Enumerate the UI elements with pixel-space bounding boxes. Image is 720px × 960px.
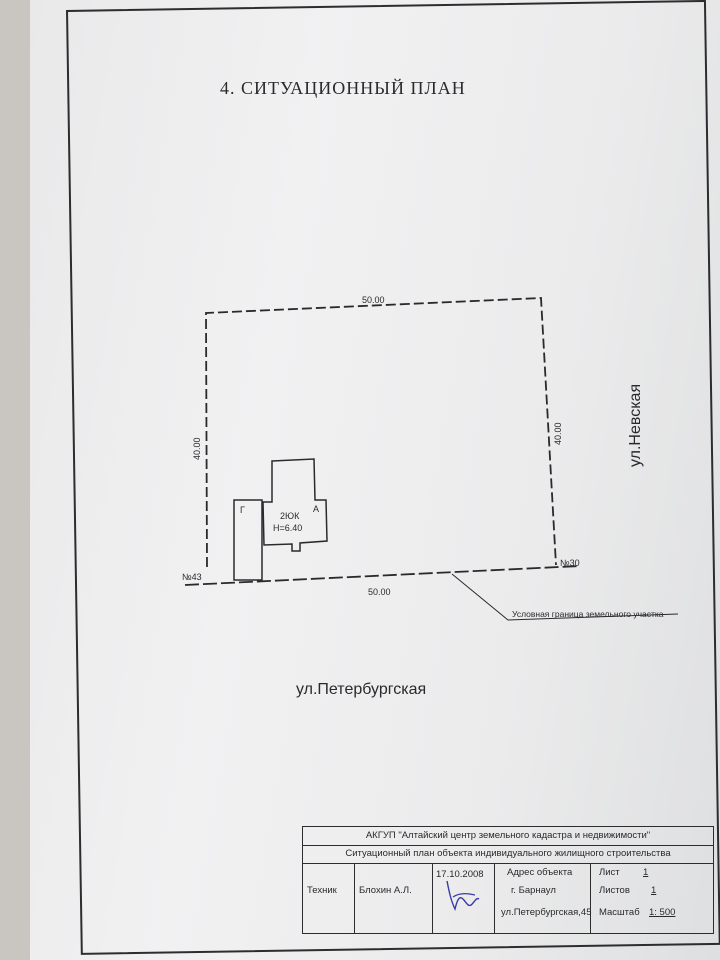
neighbor-right-number: №30 bbox=[560, 558, 580, 568]
street-right: ул.Невская bbox=[627, 384, 644, 467]
signature bbox=[446, 880, 480, 912]
document-sheet: 4. СИТУАЦИОННЫЙ ПЛАН 50.00 50.00 40.00 4… bbox=[30, 0, 720, 960]
sheet-value: 1 bbox=[643, 867, 649, 878]
address-label: Адрес объекта bbox=[507, 867, 573, 878]
boundary-leader bbox=[451, 573, 679, 621]
annex-building bbox=[233, 499, 263, 581]
main-house bbox=[262, 458, 328, 552]
document-title: 4. СИТУАЦИОННЫЙ ПЛАН bbox=[220, 78, 466, 98]
wing-label: А bbox=[313, 504, 319, 514]
plot-boundary-bottom bbox=[184, 565, 581, 586]
technician-name: Блохин А.Л. bbox=[359, 885, 412, 896]
sheets-label: Листов bbox=[599, 885, 630, 896]
scale-value: 1: 500 bbox=[649, 907, 676, 918]
address-cell: Адрес объекта г. Барнаул ул.Петербургска… bbox=[495, 863, 592, 933]
plot-boundary bbox=[205, 297, 557, 568]
description-row: Ситуационный план объекта индивидуальног… bbox=[303, 845, 713, 864]
scale-label: Масштаб bbox=[599, 907, 640, 918]
sheet-label: Лист bbox=[599, 867, 620, 878]
sheet-info-cell: Лист 1 Листов 1 Масштаб 1: 500 bbox=[591, 863, 715, 933]
date-cell: 17.10.2008 bbox=[433, 863, 495, 933]
street-bottom: ул.Петербургская bbox=[296, 681, 426, 698]
neighbor-left-number: №43 bbox=[182, 572, 202, 582]
annex-label: Г bbox=[240, 505, 245, 515]
building-code: 2ЮК bbox=[280, 511, 300, 521]
bottom-dimension: 50.00 bbox=[368, 587, 391, 597]
address-street: ул.Петербургская,45 bbox=[501, 907, 592, 918]
building-height: H=6.40 bbox=[273, 523, 302, 533]
sheets-value: 1 bbox=[651, 885, 657, 896]
address-city: г. Барнаул bbox=[511, 885, 556, 896]
name-cell: Блохин А.Л. bbox=[355, 863, 433, 933]
title-block: АКГУП "Алтайский центр земельного кадаст… bbox=[302, 826, 714, 934]
date: 17.10.2008 bbox=[436, 869, 484, 880]
right-dimension: 40.00 bbox=[553, 422, 563, 445]
top-dimension: 50.00 bbox=[362, 295, 385, 305]
boundary-note: Условная граница земельного участка bbox=[512, 609, 664, 619]
role-cell: Техник bbox=[303, 863, 355, 933]
left-dimension: 40.00 bbox=[192, 437, 202, 460]
role: Техник bbox=[307, 885, 337, 896]
organization-row: АКГУП "Алтайский центр земельного кадаст… bbox=[303, 827, 713, 846]
